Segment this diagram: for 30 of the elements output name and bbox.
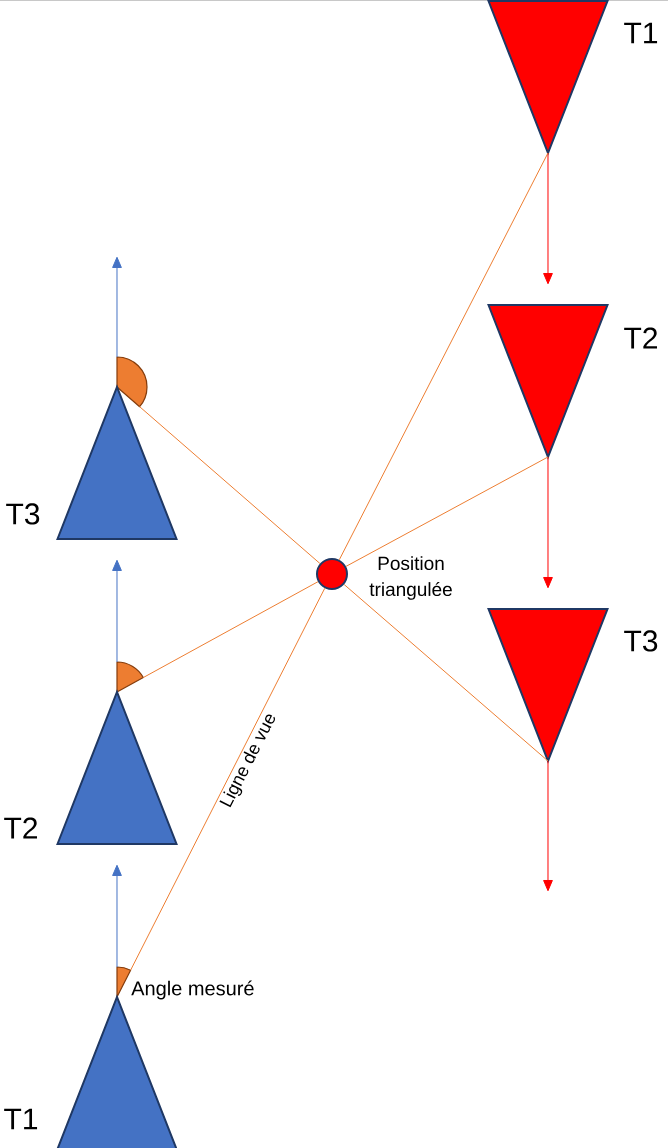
arrow	[543, 760, 553, 892]
angle-mark	[116, 966, 132, 998]
step-label: T1	[4, 1108, 38, 1130]
sight-line	[139, 406, 321, 564]
step-label: T3	[624, 630, 658, 652]
triangle	[487, 0, 609, 156]
triangle	[56, 384, 178, 540]
step-label: T1	[624, 22, 658, 44]
arrow	[112, 864, 122, 968]
sight-line	[345, 456, 549, 567]
step-label: T3	[6, 503, 40, 525]
sight-line	[142, 581, 319, 679]
angle-mark	[116, 661, 144, 693]
sight-line	[343, 583, 549, 762]
step-label: T2	[624, 327, 657, 349]
angle-mark	[116, 356, 148, 408]
arrow	[112, 559, 122, 663]
sight-line	[338, 152, 549, 561]
position-dot	[316, 558, 348, 590]
triangle	[56, 689, 178, 845]
edge-label: Ligne de vue	[219, 714, 276, 808]
arrow	[543, 456, 553, 589]
triangle	[487, 304, 609, 460]
arrow	[112, 256, 122, 358]
step-label: T2	[4, 817, 37, 839]
triangle	[487, 608, 609, 764]
position-label: Position triangulée	[369, 556, 452, 600]
angle-label: Angle mesuré	[131, 980, 254, 1000]
arrow	[543, 152, 553, 285]
sight-line	[130, 587, 326, 971]
